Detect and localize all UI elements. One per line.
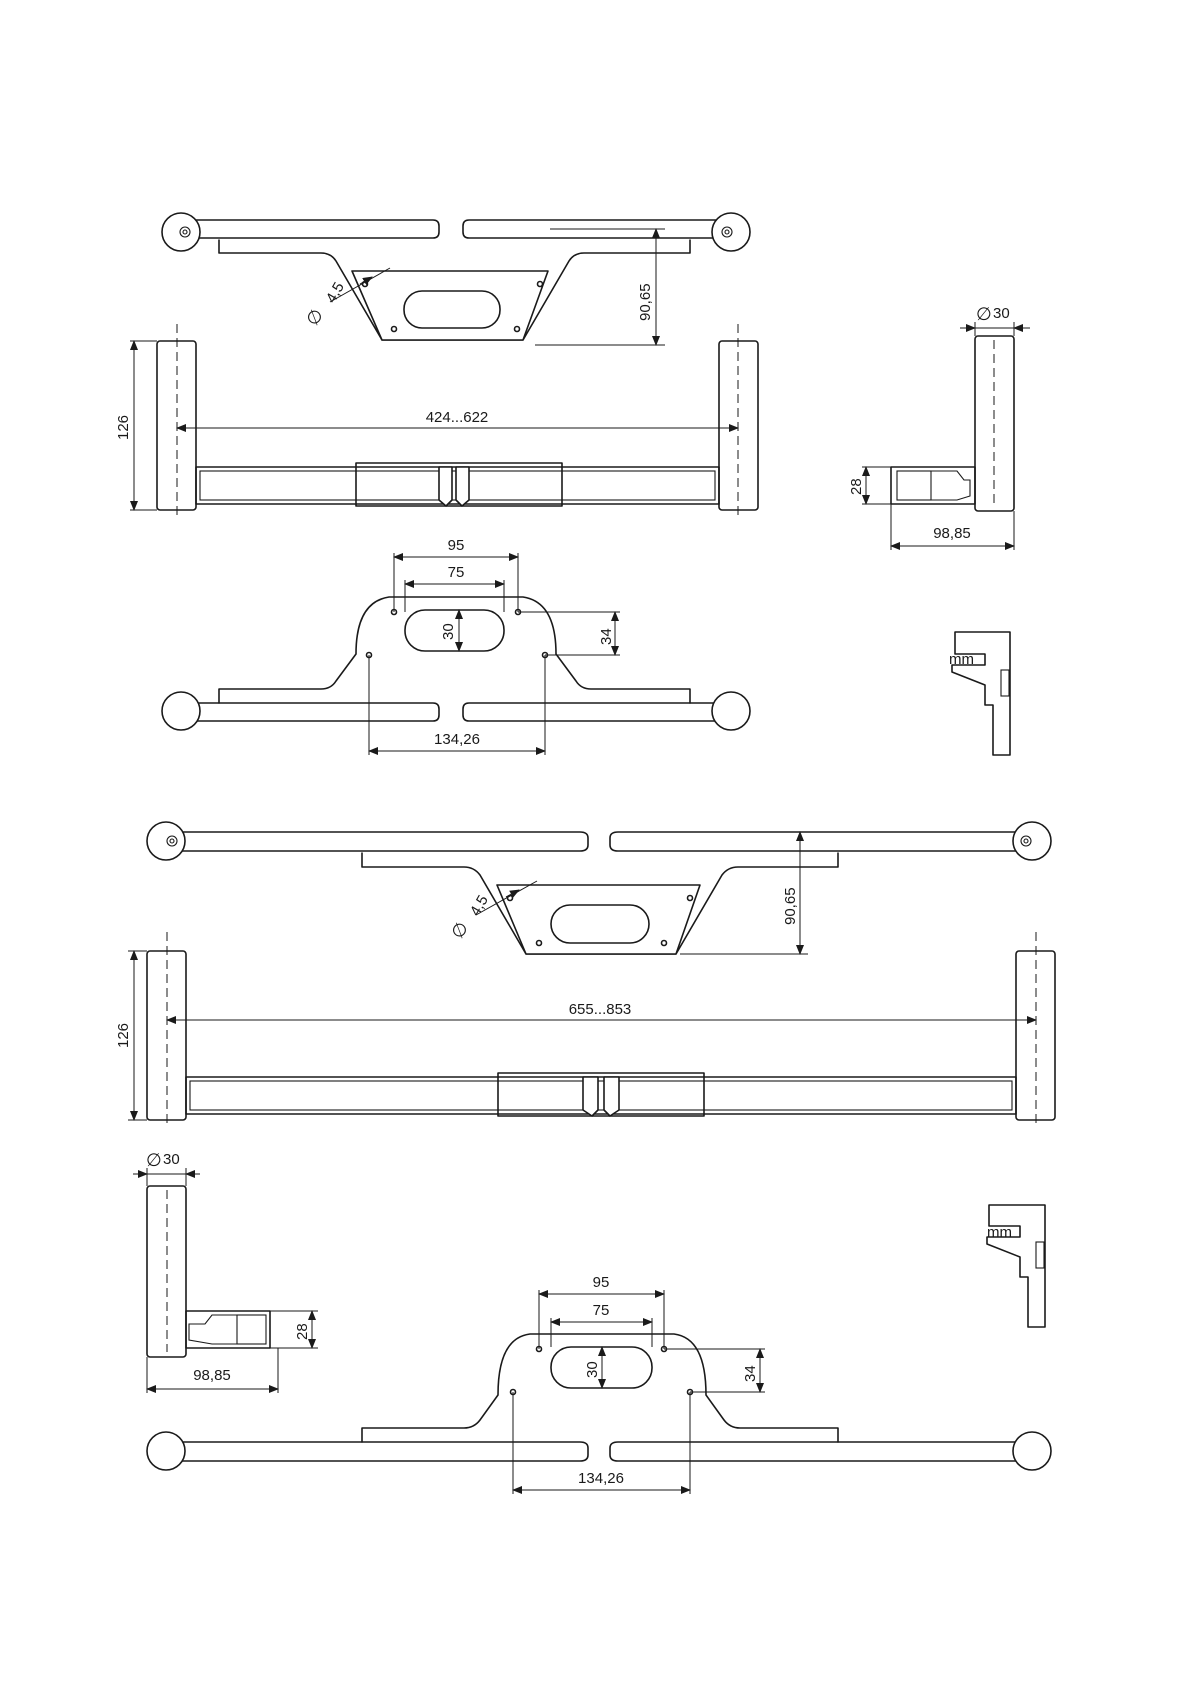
dim-side-diameter: 30	[993, 305, 1010, 322]
unit-label-2: mm	[987, 1224, 1012, 1241]
dim-plate-width-outer-2: 95	[593, 1274, 610, 1291]
dim-front-width-range: 424...622	[426, 409, 489, 426]
dim-hole-diameter-2: 4,5	[467, 892, 492, 919]
dim-plate-width-outer: 95	[448, 537, 465, 554]
dim-side-depth-2: 28	[294, 1323, 311, 1340]
side-view-1: ∅ 30 28 98,85	[848, 304, 1030, 550]
dim-front-height-2: 126	[115, 1023, 132, 1048]
dim-plate-hole-spacing-2: 34	[742, 1365, 759, 1382]
diameter-symbol: ∅	[302, 305, 328, 329]
unit-label: mm	[949, 651, 974, 668]
top-view-2: ∅ 4,5 90,65	[147, 822, 1051, 954]
dim-plate-bottom-width: 134,26	[434, 731, 480, 748]
dim-plate-width-inner-2: 75	[593, 1302, 610, 1319]
dim-front-height: 126	[115, 415, 132, 440]
diameter-symbol: ∅	[447, 918, 473, 942]
dim-plate-slot-height-2: 30	[584, 1361, 601, 1378]
caliper-icon: mm	[949, 632, 1010, 755]
dim-plate-bottom-width-2: 134,26	[578, 1470, 624, 1487]
dim-side-length: 98,85	[933, 525, 971, 542]
side-view-2: ∅ 30 28 98,85	[133, 1150, 318, 1393]
dim-side-depth: 28	[848, 478, 865, 495]
dim-hole-diameter: 4,5	[323, 279, 348, 306]
caliper-icon: mm	[987, 1205, 1045, 1327]
dim-side-length-2: 98,85	[193, 1367, 231, 1384]
dim-side-diameter-2: 30	[163, 1151, 180, 1168]
dim-plate-width-inner: 75	[448, 564, 465, 581]
dim-front-width-range-2: 655...853	[569, 1001, 632, 1018]
diameter-symbol: ∅	[146, 1150, 162, 1171]
dim-top-height: 90,65	[637, 283, 654, 321]
dim-top-height-2: 90,65	[782, 887, 799, 925]
top-view-1: ∅ 4,5 90,65	[162, 213, 750, 345]
dim-plate-hole-spacing: 34	[598, 628, 615, 645]
dim-plate-slot-height: 30	[440, 623, 457, 640]
plate-view-2: 95 75 30 34 134,26	[147, 1274, 1051, 1494]
plate-view-1: 95 75 30 34 134,26	[162, 537, 750, 755]
diameter-symbol: ∅	[976, 304, 992, 325]
front-view-2: 126 655...853	[115, 932, 1055, 1125]
front-view-1: 126 424...622	[115, 324, 758, 515]
